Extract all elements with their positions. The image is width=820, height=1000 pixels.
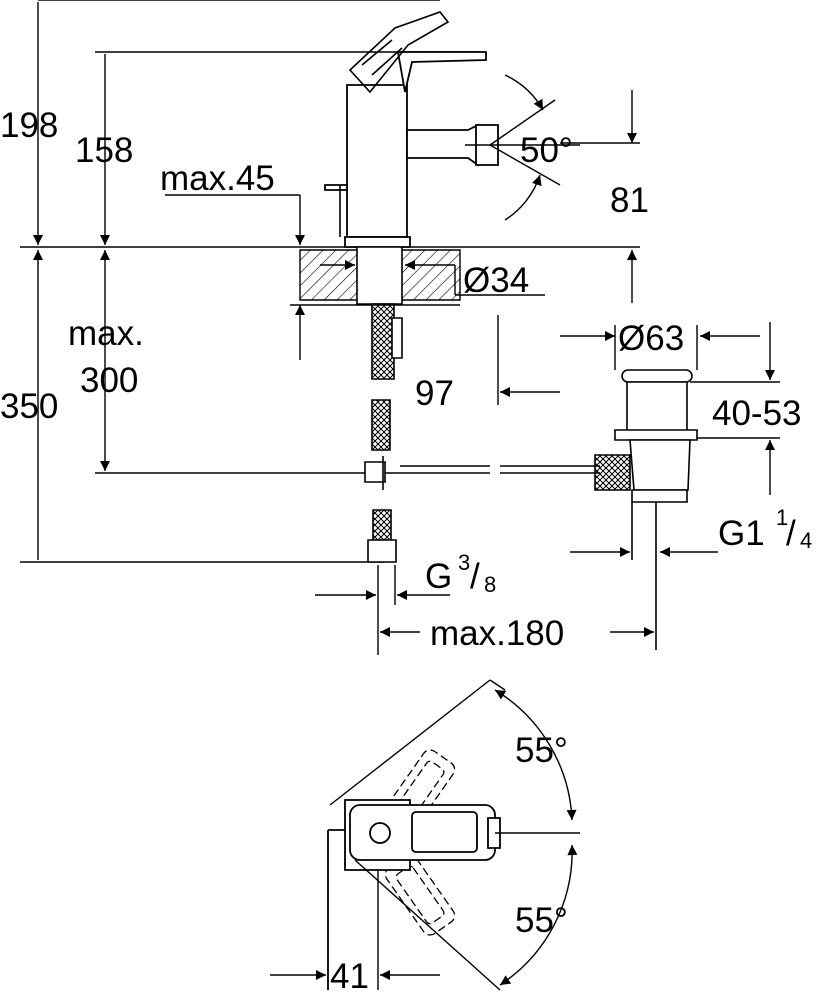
- dim-97: 97: [415, 374, 454, 413]
- dim-max180: max.180: [430, 614, 564, 653]
- drain-linkage: [355, 456, 600, 490]
- mounting-shank: [357, 247, 402, 562]
- dim-g114-den: 4: [800, 528, 812, 553]
- basin-section: [300, 250, 460, 300]
- dim-40-53: 40-53: [712, 394, 802, 433]
- dim-max45: max.45: [160, 159, 275, 198]
- dim-300: 300: [80, 361, 138, 400]
- dimension-labels: 198 158 max.45 max. 300 350 50° 81 Ø34 Ø…: [0, 106, 812, 996]
- fraction-slash: /: [786, 514, 796, 553]
- dim-55deg-top: 55°: [515, 731, 568, 770]
- dia34-dimension: [320, 260, 545, 295]
- mixer-body: [325, 52, 498, 247]
- top-view-body: [328, 800, 500, 990]
- bottom-dimension-lines: [315, 565, 654, 655]
- dim-50deg: 50°: [520, 131, 573, 170]
- dim-198: 198: [0, 106, 58, 145]
- angle-50-arc: [465, 75, 580, 220]
- dim-dia34: Ø34: [463, 261, 529, 300]
- right-dimension-lines: [498, 90, 780, 557]
- height-dimension-lines: [33, 2, 460, 560]
- dim-158: 158: [75, 131, 133, 170]
- dim-g1-1-4: G1 1 / 4: [718, 505, 812, 553]
- dim-41: 41: [330, 957, 369, 996]
- dim-350: 350: [0, 387, 58, 426]
- dim-max-label: max.: [68, 314, 144, 353]
- dim-g38-base: G: [425, 557, 452, 596]
- dim-g114-base: G1: [718, 514, 765, 553]
- dim-g38-num: 3: [458, 550, 470, 575]
- dim-dia63: Ø63: [618, 319, 684, 358]
- fraction-slash-2: /: [470, 557, 480, 596]
- lever-handle: [350, 12, 448, 92]
- dim-81: 81: [610, 181, 649, 220]
- top-view-dimension-lines: [270, 680, 580, 990]
- dim-55deg-bottom: 55°: [515, 901, 568, 940]
- dim-g-3-8: G 3 / 8: [425, 550, 496, 597]
- reference-lines: [20, 0, 640, 562]
- dim-g38-den: 8: [484, 572, 496, 597]
- waste-drain: [595, 370, 697, 650]
- dim-g114-num: 1: [776, 505, 788, 530]
